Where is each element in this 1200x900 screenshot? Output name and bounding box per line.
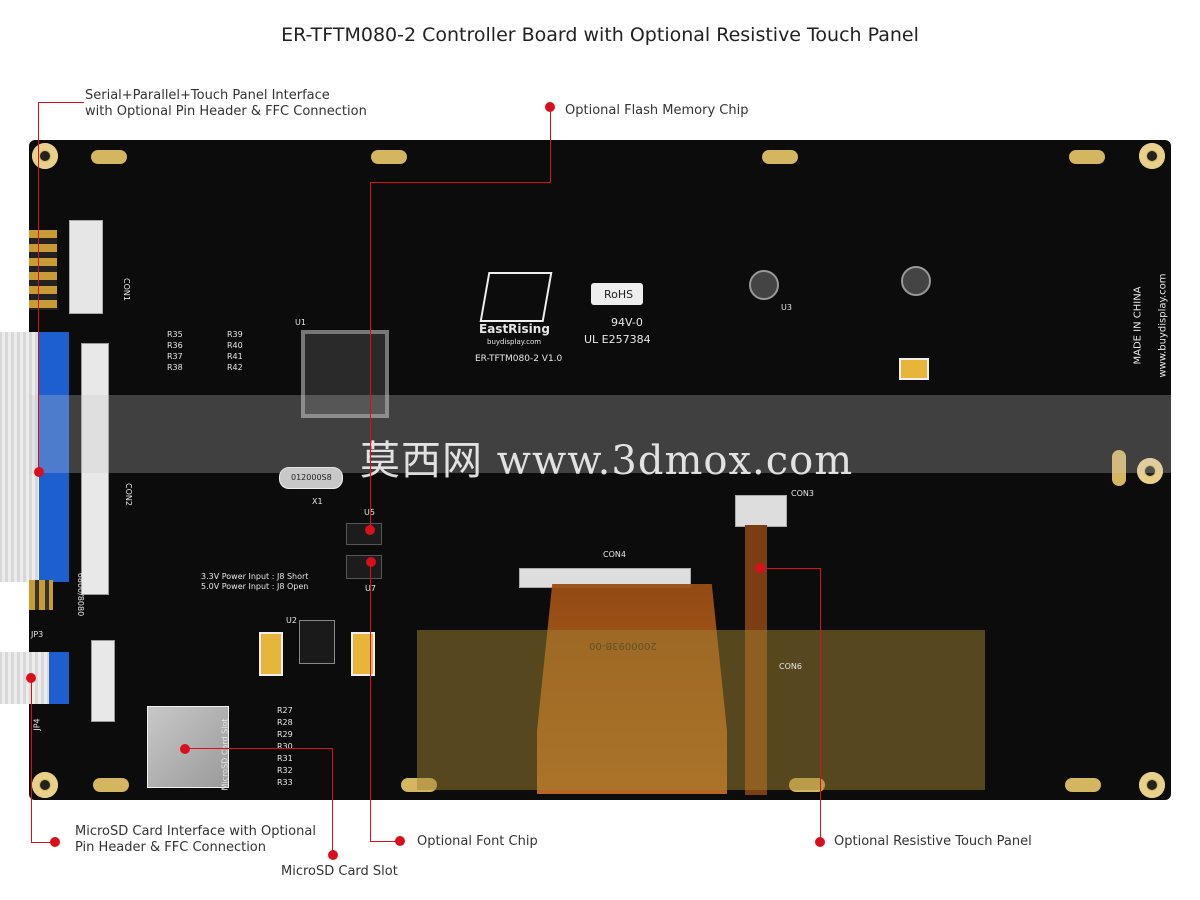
- callout-marker: [395, 836, 405, 846]
- gold-pad: [1112, 450, 1126, 486]
- callout-marker: [180, 744, 190, 754]
- u7-font-chip: [346, 555, 382, 579]
- callout-marker: [366, 557, 376, 567]
- eastrising-logo: [479, 272, 553, 322]
- callout-line: [370, 562, 371, 842]
- microsd-silk-label: MicroSD Card Slot: [220, 718, 230, 791]
- ffc-blue-stiffener-small: [49, 652, 69, 704]
- con2-label: CON2: [123, 483, 133, 506]
- watermark-band: [29, 395, 1171, 473]
- callout-line: [760, 568, 820, 569]
- callout-line: [31, 842, 53, 843]
- brand-url: buydisplay.com: [487, 338, 542, 346]
- con1-connector: [69, 220, 103, 314]
- ffc-ribbon-main: [0, 332, 39, 582]
- mounting-hole: [1139, 143, 1165, 169]
- callout-marker: [50, 837, 60, 847]
- power-input-1: 3.3V Power Input : J8 Short: [201, 572, 309, 581]
- callout-microsd-slot: MicroSD Card Slot: [281, 864, 398, 879]
- mounting-hole: [32, 143, 58, 169]
- made-in-china: MADE IN CHINA: [1132, 286, 1144, 365]
- x1-label: X1: [312, 497, 323, 506]
- callout-line: [370, 182, 371, 530]
- gold-pad: [1069, 150, 1105, 164]
- mode-label: 6800/8080: [76, 572, 86, 617]
- jp3-header: [29, 580, 53, 610]
- power-input-2: 5.0V Power Input : J8 Open: [201, 582, 309, 591]
- ffc-ribbon-microsd: [0, 652, 49, 704]
- u1-label: U1: [295, 318, 306, 327]
- con5-connector: [91, 640, 115, 722]
- crystal-x1: [279, 467, 343, 489]
- side-url: www.buydisplay.com: [1157, 273, 1169, 378]
- ffc-blue-stiffener: [39, 332, 69, 582]
- callout-line: [38, 102, 84, 103]
- gold-pad: [371, 150, 407, 164]
- mounting-hole: [32, 772, 58, 798]
- callout-line: [31, 678, 32, 843]
- callout-line: [185, 748, 333, 749]
- controller-board: CON1 CON2 JP3 6800/8080 JP4 MicroSD Card…: [0, 140, 1171, 800]
- cap-c44: [899, 358, 929, 380]
- callout-line: [332, 748, 333, 854]
- inductor-l4: [901, 266, 931, 296]
- jp3-label: JP3: [31, 630, 44, 639]
- u5-chip: [346, 523, 382, 545]
- callout-line: [370, 182, 551, 183]
- rohs-badge: [591, 283, 643, 305]
- con4-label: CON4: [603, 550, 626, 559]
- gold-pad: [93, 778, 129, 792]
- callout-line: [820, 568, 821, 842]
- callout-marker: [815, 837, 825, 847]
- tantalum-cap-c21: [351, 632, 375, 676]
- callout-line: [550, 107, 551, 183]
- brand-name: EastRising: [479, 322, 550, 336]
- inductor-u3: [749, 270, 779, 300]
- con2-connector: [81, 343, 109, 595]
- callout-font-chip: Optional Font Chip: [417, 834, 538, 849]
- ul-rating: 94V-0: [611, 316, 643, 329]
- callout-line: [370, 841, 400, 842]
- u2-label: U2: [286, 616, 297, 625]
- u5-label: U5: [364, 508, 375, 517]
- callout-serial-parallel: Serial+Parallel+Touch Panel Interface wi…: [85, 88, 367, 119]
- gold-pad: [91, 150, 127, 164]
- jp4-label: JP4: [32, 718, 42, 731]
- gold-pad: [1065, 778, 1101, 792]
- u1-controller-chip: [301, 330, 389, 418]
- callout-marker: [34, 467, 44, 477]
- callout-flash: Optional Flash Memory Chip: [565, 103, 749, 118]
- rohs-text: RoHS: [604, 288, 634, 301]
- gold-pad: [762, 150, 798, 164]
- board-model: ER-TFTM080-2 V1.0: [475, 354, 563, 364]
- con3-connector: [735, 495, 787, 527]
- u3-label: U3: [781, 303, 792, 312]
- con1-label: CON1: [121, 278, 131, 301]
- u2-regulator: [299, 620, 335, 664]
- callout-marker: [328, 850, 338, 860]
- con6-label: CON6: [779, 662, 802, 671]
- pin-header-top: [29, 230, 57, 310]
- callout-marker: [365, 525, 375, 535]
- mounting-hole: [1137, 458, 1163, 484]
- watermark-text: 莫西网 www.3dmox.com: [360, 438, 854, 484]
- tantalum-cap-c20: [259, 632, 283, 676]
- callout-line: [38, 102, 39, 474]
- mounting-hole: [1139, 772, 1165, 798]
- con3-label: CON3: [791, 489, 814, 498]
- lcd-back-panel: [417, 630, 985, 790]
- callout-touch-panel: Optional Resistive Touch Panel: [834, 834, 1032, 849]
- diagram-title: ER-TFTM080-2 Controller Board with Optio…: [281, 24, 919, 46]
- crystal-label: 012000S8: [291, 473, 332, 482]
- callout-microsd-interface: MicroSD Card Interface with Optional Pin…: [75, 824, 316, 855]
- ul-number: UL E257384: [584, 333, 651, 346]
